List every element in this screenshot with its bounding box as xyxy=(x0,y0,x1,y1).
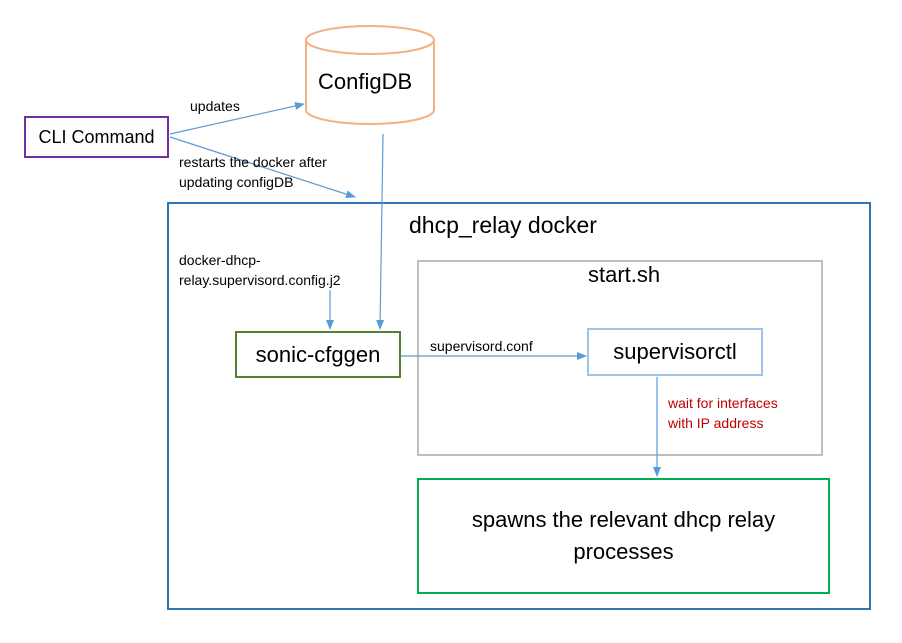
spawn-label-line-1: spawns the relevant dhcp relay xyxy=(471,507,776,532)
restart-label-line-2: updating configDB xyxy=(179,174,294,190)
dhcp-relay-docker-container xyxy=(167,202,871,610)
supervisorctl-box: supervisorctl xyxy=(587,328,763,376)
configdb-cylinder xyxy=(305,25,435,125)
supervisord-conf-label: supervisord.conf xyxy=(430,338,533,354)
spawn-label-line-2: processes xyxy=(573,539,674,564)
wait-label-line-1: wait for interfaces xyxy=(668,395,778,411)
supervisorctl-label: supervisorctl xyxy=(613,339,737,364)
sonic-cfggen-box: sonic-cfggen xyxy=(235,331,401,378)
start-sh-title: start.sh xyxy=(588,262,661,287)
configdb-label: ConfigDB xyxy=(318,69,413,94)
template-label-line-1: docker-dhcp- xyxy=(179,252,261,268)
spawn-processes-box: spawns the relevant dhcp relay processes xyxy=(417,478,830,594)
template-label-line-2: relay.supervisord.config.j2 xyxy=(179,272,341,288)
sonic-cfggen-label: sonic-cfggen xyxy=(255,341,381,367)
cli-command-box: CLI Command xyxy=(24,116,169,158)
cli-command-label: CLI Command xyxy=(38,126,155,147)
restart-label-line-1: restarts the docker after xyxy=(179,154,327,170)
wait-label-line-2: with IP address xyxy=(668,415,764,431)
docker-title: dhcp_relay docker xyxy=(409,212,597,238)
start-sh-container xyxy=(417,260,823,456)
updates-label: updates xyxy=(190,98,240,114)
